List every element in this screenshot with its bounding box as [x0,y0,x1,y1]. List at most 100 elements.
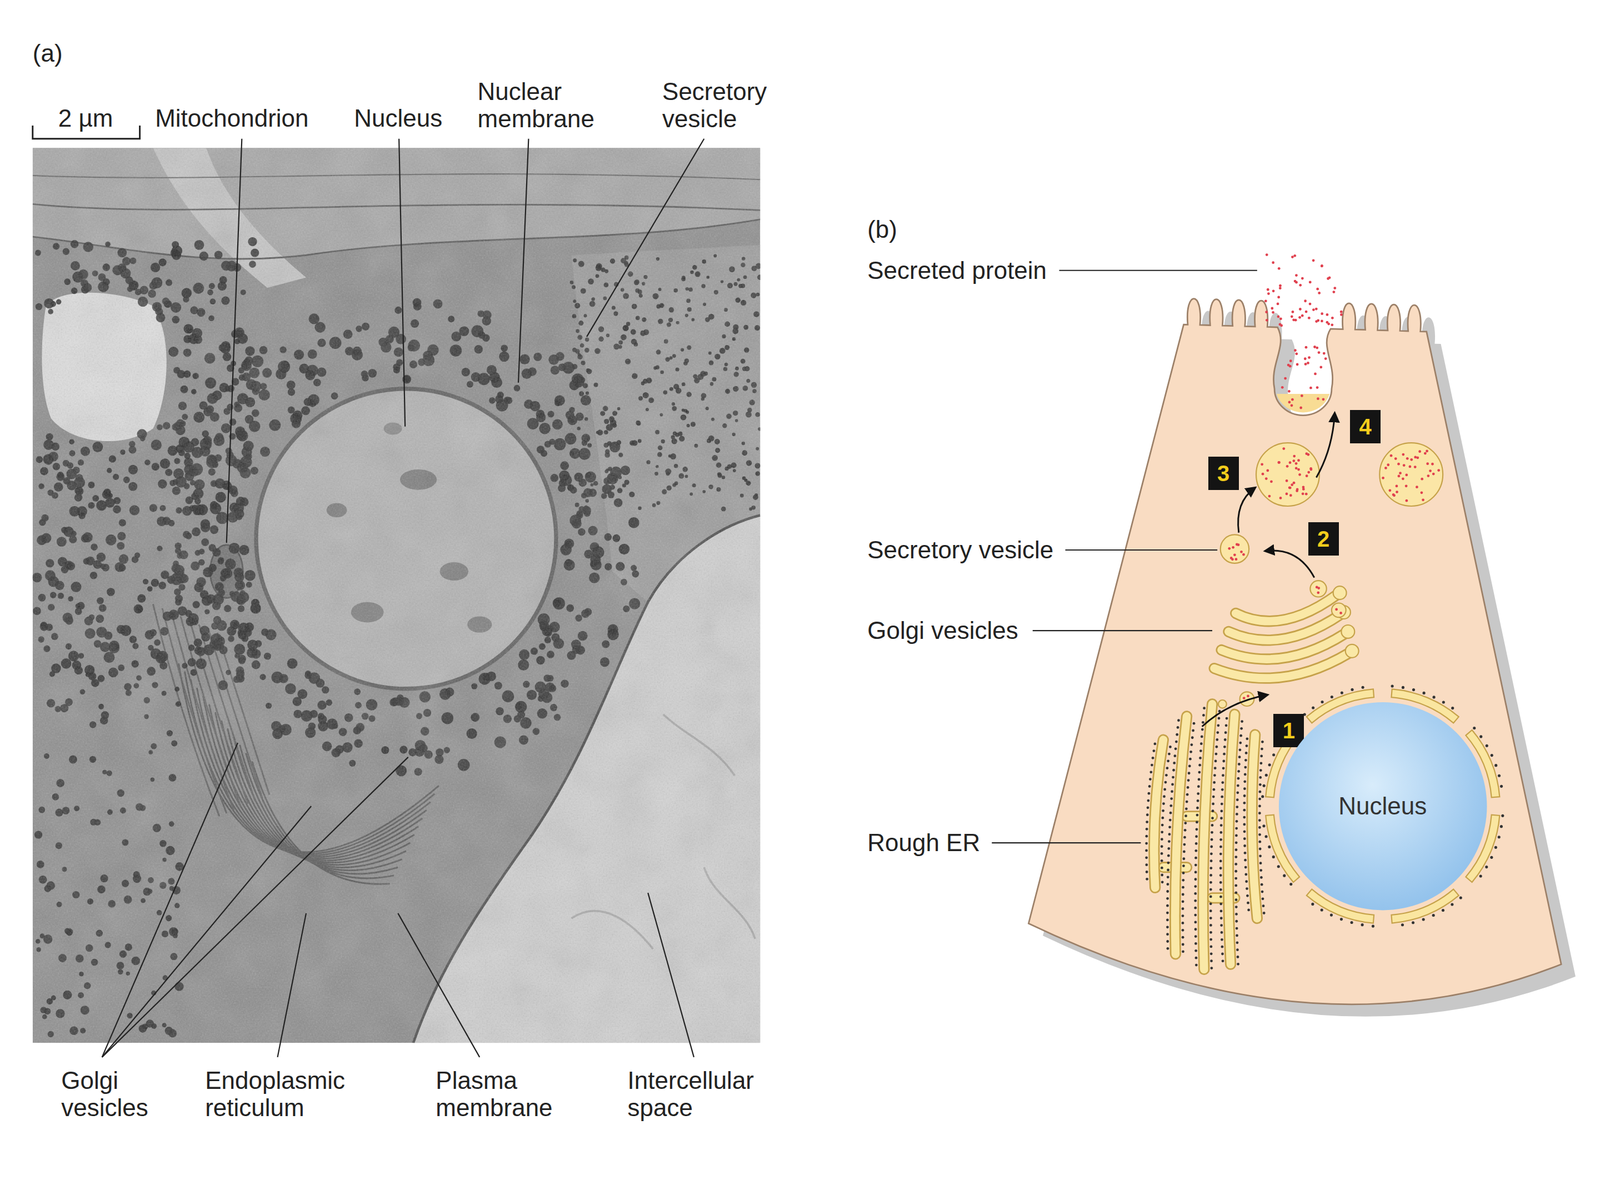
protein-dot [1295,466,1298,470]
ribosome [1210,966,1214,970]
protein-dot [1288,365,1292,368]
ribosome [1350,921,1353,924]
ribosome [1199,749,1203,753]
protein-dot [1297,468,1300,472]
protein-dot [1286,465,1289,468]
protein-dot [1291,255,1294,259]
ribosome [1220,795,1224,799]
protein-dot [1307,316,1311,320]
panel-letter: (b) [867,216,898,243]
ribosome [1195,963,1198,967]
protein-dot [1285,492,1289,496]
ribosome [1210,845,1213,849]
ribosome [1191,729,1195,733]
ribosome [1194,927,1198,931]
ribosome [1235,812,1239,816]
protein-dot [1268,495,1272,498]
ribosome [1243,844,1247,848]
ribosome [1320,908,1324,912]
callout-number: 2 [1317,526,1330,552]
ribosome [1244,866,1248,869]
part-label: Secreted protein [867,257,1047,284]
ribosome [1330,913,1333,917]
ribosome [1262,911,1266,915]
part-label: Secretory vesicle [662,78,785,133]
part-label: Secretory vesicle [867,536,1054,564]
protein-dot [1267,292,1270,295]
ribosome [1196,813,1199,817]
protein-dot [1298,316,1302,319]
ribosome [1240,720,1244,723]
ribosome [1160,830,1164,834]
protein-dot [1315,307,1318,311]
ribosome [1145,835,1148,838]
protein-dot [1316,591,1320,594]
ribosome [1238,741,1242,745]
vesicle [1379,442,1443,507]
ribosome [1223,745,1227,749]
protein-dot [1298,307,1302,311]
ribosome [1215,738,1219,742]
cell-body [1028,298,1562,1005]
ribosome [1164,781,1168,784]
protein-dot [1301,492,1305,495]
ribosome [1260,883,1264,887]
ribosome [1219,881,1223,884]
ribosome [1173,754,1177,758]
callout-number: 1 [1282,718,1295,743]
protein-dot [1317,351,1321,354]
protein-dot [1303,299,1307,303]
step-number: 3 [1208,456,1239,490]
ribosome [1219,838,1223,842]
ribosome [1191,736,1194,739]
protein-dot [1266,288,1270,292]
ribosome [1243,780,1247,783]
ribosome [1166,897,1169,900]
ribosome [1239,734,1243,738]
protein-dot [1305,474,1309,478]
transport-arrow [1316,413,1335,478]
ribosome [1235,848,1238,852]
ribosome [1223,738,1227,742]
ribosome [1243,851,1247,855]
protein-dot [1428,469,1432,473]
ribosome [1188,765,1192,768]
ribosome [1213,773,1217,777]
ribosome [1187,771,1191,775]
protein-dot [1280,324,1283,328]
ribosome [1166,766,1169,770]
ribosome [1243,801,1247,805]
ribosome [1236,941,1239,944]
ribosome [1262,824,1265,828]
ribosome [1149,770,1153,774]
ribosome [1145,856,1148,859]
ribosome [1209,938,1213,942]
protein-dot [1309,386,1313,390]
ribosome [1153,742,1157,745]
ribosome [1151,756,1155,760]
ribosome [1245,737,1249,740]
protein-dot [1237,543,1240,547]
part-label: Mitochondrion [155,105,309,132]
vesicle [1220,534,1249,563]
ribosome [1168,825,1172,829]
ribosome [1167,854,1170,858]
protein-dot [1381,476,1385,480]
ribosome [1222,766,1225,770]
ribosome [1225,717,1229,720]
protein-dot [1231,546,1235,549]
ribosome [1177,718,1180,722]
ribosome [1494,846,1498,849]
er-cisterna [1228,714,1235,965]
ribosome [1450,902,1454,906]
protein-dot [1293,348,1297,352]
ribosome [1242,823,1246,827]
ribosome [1350,688,1354,692]
ribosome [1166,947,1170,950]
ribosome [1247,908,1250,912]
protein-dot [1299,406,1303,410]
ribosome [1193,913,1197,917]
ribosome [1494,763,1498,767]
ribosome [1145,827,1149,831]
